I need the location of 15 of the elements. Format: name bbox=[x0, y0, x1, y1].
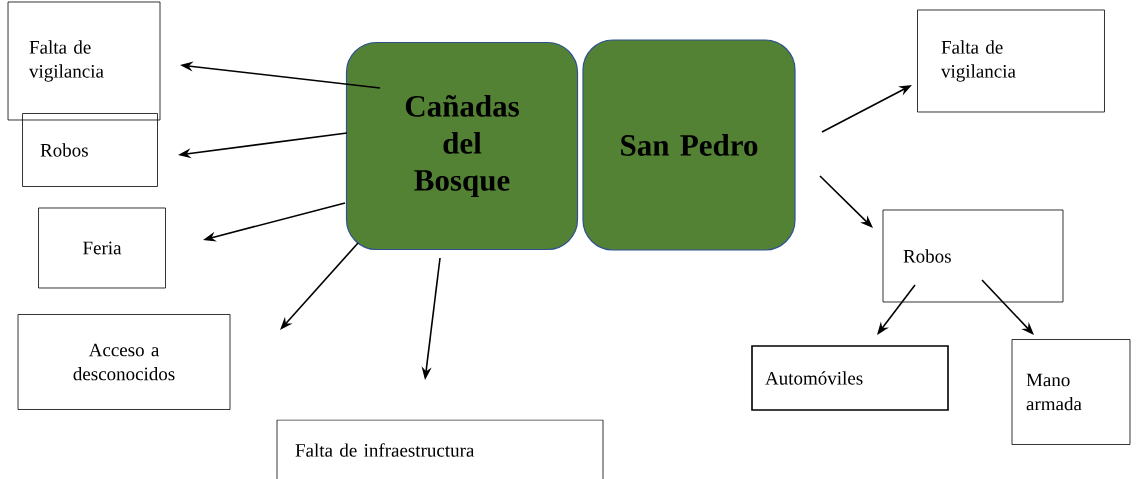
text-box: Mano armada bbox=[1011, 339, 1131, 445]
arrow bbox=[819, 175, 873, 228]
text-box: Robos bbox=[22, 113, 158, 187]
rounded-box: Cañadas del Bosque bbox=[345, 41, 579, 251]
text-box: Falta de vigilancia bbox=[917, 9, 1105, 113]
rounded-box: San Pedro bbox=[582, 39, 796, 251]
arrow bbox=[280, 242, 359, 330]
text-box: Acceso a desconocidos bbox=[17, 314, 231, 410]
text-box: Falta de vigilancia bbox=[7, 1, 161, 121]
text-box: Robos bbox=[882, 209, 1064, 303]
arrow bbox=[981, 279, 1034, 335]
text-box: Feria bbox=[38, 207, 166, 289]
arrow bbox=[877, 284, 916, 335]
text-box: Falta de infraestructura bbox=[276, 419, 604, 479]
text-box: Automóviles bbox=[751, 345, 949, 411]
